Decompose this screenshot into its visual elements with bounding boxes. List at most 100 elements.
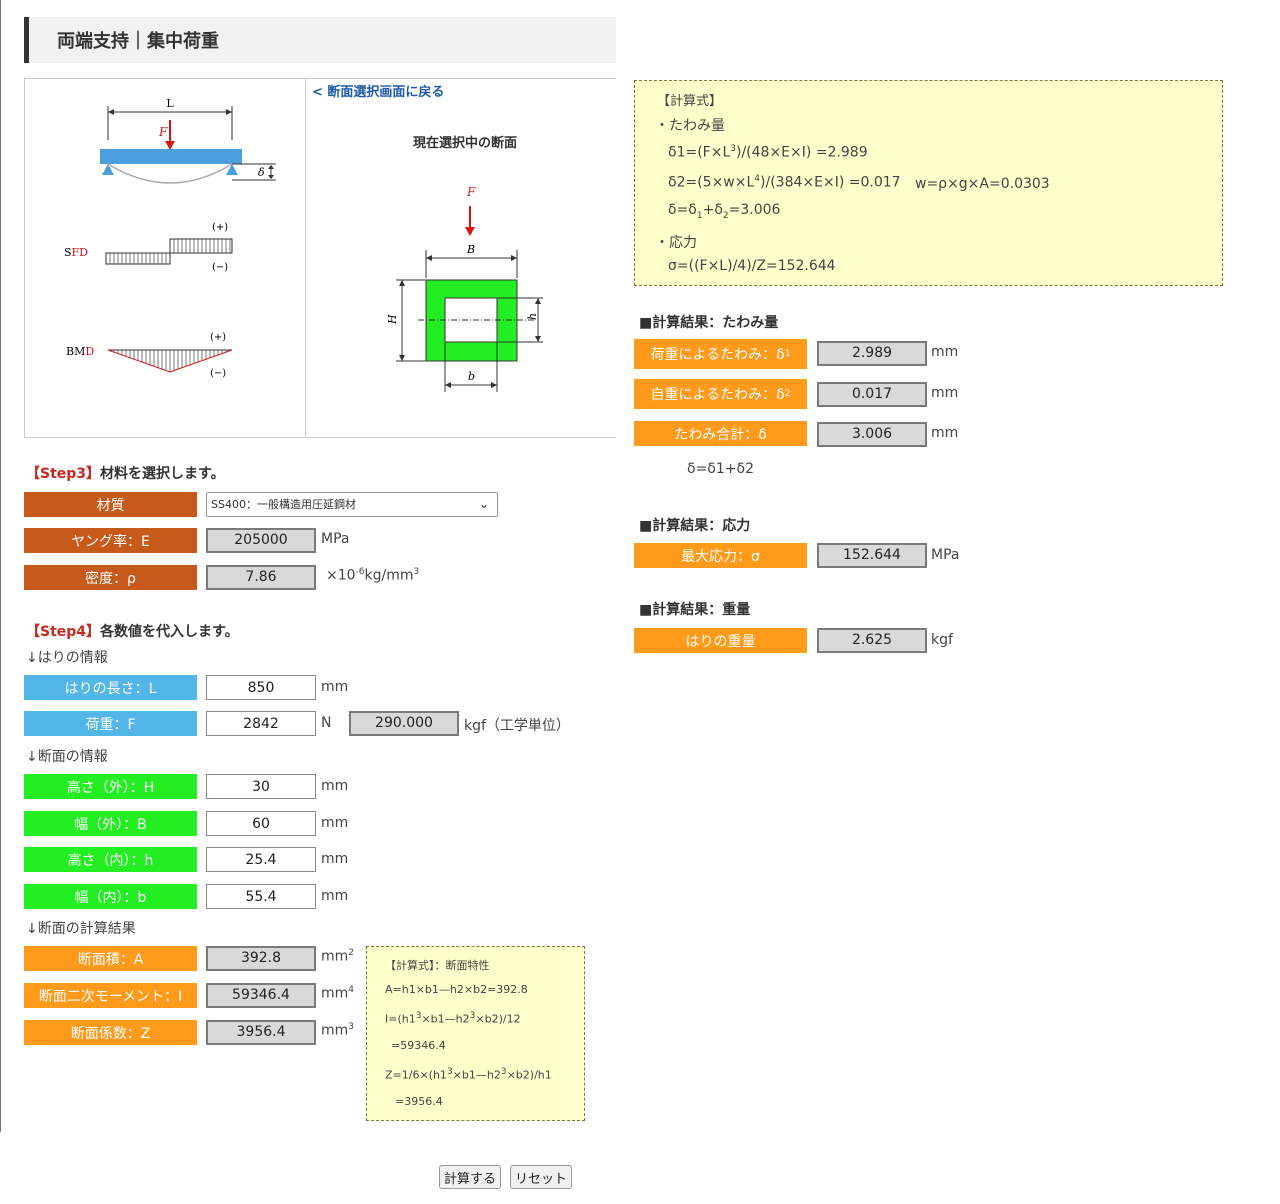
density-unit: ×10-6kg/mm3: [326, 567, 420, 584]
bmd-plus-label: (+): [210, 332, 226, 343]
page-header: 両端支持｜集中荷重: [24, 17, 616, 63]
max-stress-unit: MPa: [931, 547, 960, 563]
section-diagram: F B H h b: [386, 185, 543, 392]
calculate-button[interactable]: 計算する: [439, 1165, 501, 1189]
support-left: [102, 164, 114, 175]
section-formula-title: 【計算式】：断面特性: [385, 959, 490, 972]
page-title: 両端支持｜集中荷重: [57, 31, 219, 52]
area-label: 断面積：A: [24, 946, 197, 971]
self-weight-formula: w=ρ×g×A=0.0303: [915, 176, 1050, 192]
section-formula-i-result: =59346.4: [391, 1039, 446, 1052]
section-modulus-label: 断面係数：Z: [24, 1020, 197, 1045]
section-caption: 現在選択中の断面: [413, 136, 518, 151]
outer-width-unit: mm: [321, 815, 349, 831]
inner-height-unit: mm: [321, 851, 349, 867]
deflection-curve: [107, 163, 233, 184]
inner-height-label-box: 高さ（内）：h: [24, 847, 197, 872]
section-formula-z-result: =3956.4: [395, 1095, 443, 1108]
moment-of-inertia-label: 断面二次モーメント：I: [24, 983, 197, 1008]
beam-info-heading: ↓はりの情報: [26, 650, 108, 666]
beam: [100, 149, 242, 164]
inner-width-label: b: [468, 370, 475, 383]
outer-width-input[interactable]: [206, 811, 316, 836]
beam-weight-value: 2.625: [817, 628, 927, 653]
section-formula-a: A=h1×b1—h2×b2=392.8: [385, 983, 528, 996]
delta2-formula: δ2=(5×w×L4)/(384×E×I) =0.017: [668, 174, 901, 191]
beam-length-unit: mm: [321, 679, 349, 695]
deflection-total-note: δ=δ1+δ2: [687, 461, 754, 477]
sfd-negative: [105, 252, 171, 265]
deflection-total-label: たわみ合計：δ: [634, 421, 807, 446]
outer-width-label: B: [466, 243, 475, 256]
load-unit: N: [321, 715, 332, 731]
deflection-formula-heading: ・たわみ量: [655, 118, 725, 134]
beam-diagram: L F δ SFD (+) (−) BMD (+) (−): [64, 97, 276, 379]
section-modulus-value: 3956.4: [206, 1020, 316, 1045]
density-value: 7.86: [206, 565, 316, 590]
back-to-section-link[interactable]: < 断面選択画面に戻る: [312, 85, 445, 100]
deflection-total-unit: mm: [931, 425, 959, 441]
inner-width-unit: mm: [321, 888, 349, 904]
material-label: 材質: [24, 492, 197, 517]
beam-weight-unit: kgf: [931, 632, 953, 648]
load-input[interactable]: [206, 711, 316, 736]
deflection1-unit: mm: [931, 344, 959, 360]
young-modulus-unit: MPa: [321, 531, 350, 547]
page-left-border: [0, 0, 1, 1132]
inner-width-label-box: 幅（内）：b: [24, 884, 197, 909]
beam-length-label: はりの長さ：L: [24, 675, 197, 700]
load-kgf-value: 290.000: [349, 711, 459, 736]
outer-width-label-box: 幅（外）：B: [24, 811, 197, 836]
beam-weight-label: はりの重量: [634, 628, 807, 653]
support-right: [226, 164, 238, 175]
deflection-results-heading: ■計算結果：たわみ量: [639, 315, 779, 331]
density-label: 密度：ρ: [24, 565, 197, 590]
deflection2-value: 0.017: [817, 382, 927, 407]
inner-height-label: h: [526, 313, 539, 320]
outer-height-label-box: 高さ（外）：H: [24, 774, 197, 799]
section-formula-box: 【計算式】：断面特性 A=h1×b1—h2×b2=392.8 I=(h13×b1…: [366, 946, 585, 1121]
bmd-minus-label: (−): [210, 368, 226, 379]
formula-box: 【計算式】 ・たわみ量 δ1=(F×L3)/(48×E×I) =2.989 δ2…: [634, 80, 1223, 286]
chevron-down-icon: ⌄: [478, 497, 489, 511]
deflection1-value: 2.989: [817, 341, 927, 366]
beam-length-input[interactable]: [206, 675, 316, 700]
load-label-box: 荷重：F: [24, 711, 197, 736]
outer-height-unit: mm: [321, 778, 349, 794]
load-label: F: [158, 125, 168, 139]
young-modulus-label: ヤング率：E: [24, 528, 197, 553]
figure-panel: [24, 78, 616, 438]
moment-of-inertia-unit: mm4: [321, 985, 355, 1002]
inner-width-input[interactable]: [206, 884, 316, 909]
bmd-shape: [108, 350, 232, 372]
section-info-heading: ↓断面の情報: [26, 749, 108, 765]
area-value: 392.8: [206, 946, 316, 971]
deflection2-unit: mm: [931, 385, 959, 401]
length-label: L: [166, 97, 174, 110]
stress-formula: σ=((F×L)/4)/Z=152.644: [668, 258, 836, 274]
step3-heading: 【Step3】材料を選択します。: [26, 466, 225, 482]
delta-total-formula: δ=δ1+δ2=3.006: [668, 202, 781, 221]
sfd-positive: [169, 238, 233, 254]
bmd-label: BMD: [66, 345, 94, 358]
outer-height-label: H: [386, 314, 399, 325]
max-stress-label: 最大応力：σ: [634, 543, 807, 568]
step4-heading: 【Step4】各数値を代入します。: [26, 624, 239, 640]
stress-formula-heading: ・応力: [655, 235, 697, 251]
section-modulus-unit: mm3: [321, 1022, 355, 1039]
section-calc-heading: ↓断面の計算結果: [26, 921, 136, 937]
inner-height-input[interactable]: [206, 847, 316, 872]
deflection-total-value: 3.006: [817, 422, 927, 447]
material-select[interactable]: SS400：一般構造用圧延鋼材 ⌄: [206, 492, 498, 517]
area-unit: mm2: [321, 948, 355, 965]
delta1-formula: δ1=(F×L3)/(48×E×I) =2.989: [668, 144, 868, 161]
reset-button[interactable]: リセット: [510, 1165, 572, 1189]
section-formula-z: Z=1/6×(h13×b1—h23×b2)/h1: [385, 1067, 552, 1082]
formula-title: 【計算式】: [657, 94, 723, 109]
outer-height-input[interactable]: [206, 774, 316, 799]
section-formula-i: I=(h13×b1—h23×b2)/12: [385, 1011, 521, 1026]
figure-divider: [305, 78, 306, 438]
load-kgf-unit: kgf（工学単位）: [464, 718, 570, 734]
